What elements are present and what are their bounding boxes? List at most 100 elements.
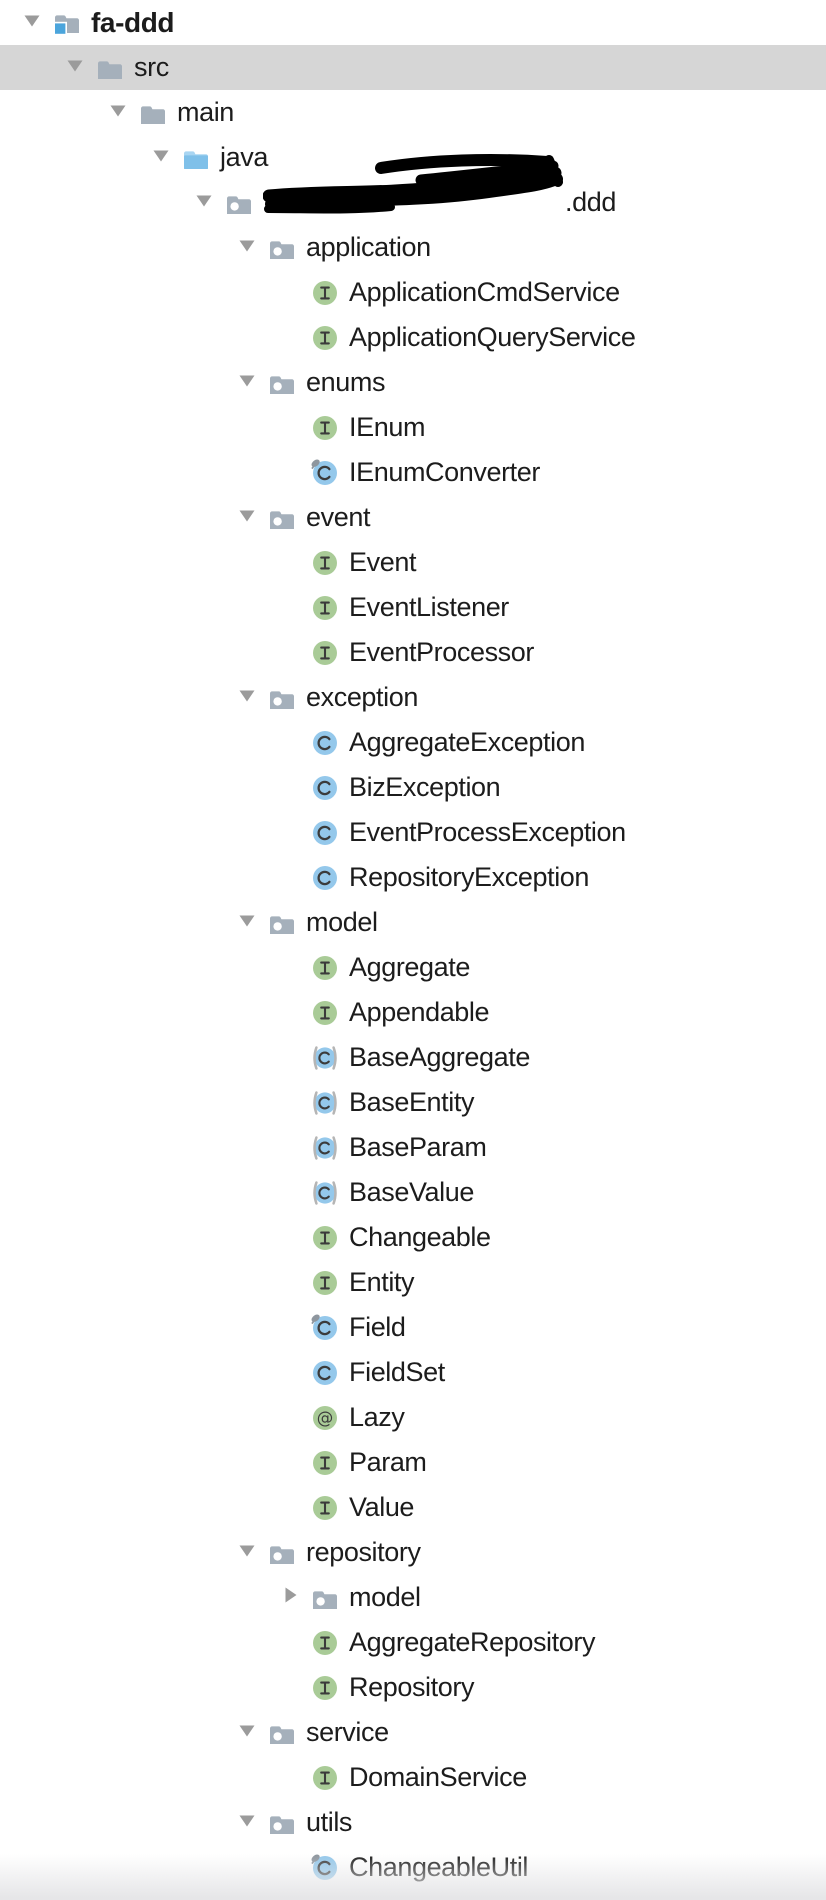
tree-row[interactable]: exception [0,675,826,720]
expand-arrow-slot[interactable] [268,945,311,990]
tree-row[interactable]: Appendable [0,990,826,1035]
tree-row[interactable]: Changeable [0,1215,826,1260]
expand-arrow-slot[interactable] [268,855,311,900]
tree-row[interactable]: ApplicationCmdService [0,270,826,315]
tree-row[interactable]: ApplicationQueryService [0,315,826,360]
tree-row[interactable]: BaseParam [0,1125,826,1170]
chevron-down-icon[interactable] [193,189,215,216]
tree-row[interactable]: Field [0,1305,826,1350]
expand-arrow-slot[interactable] [268,1305,311,1350]
tree-row[interactable]: AggregateRepository [0,1620,826,1665]
tree-row[interactable]: @ Lazy [0,1395,826,1440]
tree-row[interactable]: EventProcessException [0,810,826,855]
expand-arrow-slot[interactable] [268,1215,311,1260]
expand-arrow-slot[interactable] [268,1485,311,1530]
tree-row[interactable]: fa-ddd [0,0,826,45]
tree-row[interactable]: FieldSet [0,1350,826,1395]
tree-row[interactable]: BaseEntity [0,1080,826,1125]
tree-row[interactable]: Param [0,1440,826,1485]
expand-arrow-slot[interactable] [268,1350,311,1395]
chevron-right-icon[interactable] [279,1584,301,1611]
expand-arrow-slot[interactable] [268,315,311,360]
expand-arrow-slot[interactable] [225,225,268,270]
expand-arrow-slot[interactable] [268,1260,311,1305]
tree-row[interactable]: model [0,900,826,945]
chevron-down-icon[interactable] [64,54,86,81]
expand-arrow-slot[interactable] [268,720,311,765]
expand-arrow-slot[interactable] [268,1575,311,1620]
tree-row[interactable]: EventProcessor [0,630,826,675]
tree-row[interactable]: BizException [0,765,826,810]
expand-arrow-slot[interactable] [268,270,311,315]
expand-arrow-slot[interactable] [225,1710,268,1755]
tree-row[interactable]: ChangeableUtil [0,1845,826,1890]
package-icon [268,1800,298,1845]
expand-arrow-slot[interactable] [268,1755,311,1800]
tree-row[interactable]: .ddd [0,154,826,225]
expand-arrow-slot[interactable] [268,1395,311,1440]
expand-arrow-slot[interactable] [225,360,268,405]
tree-row[interactable]: repository [0,1530,826,1575]
tree-row[interactable]: IEnumConverter [0,450,826,495]
chevron-down-icon[interactable] [236,1809,258,1836]
tree-row[interactable]: Entity [0,1260,826,1305]
tree-row[interactable]: BaseAggregate [0,1035,826,1080]
tree-row[interactable]: src [0,45,826,90]
chevron-down-icon[interactable] [236,369,258,396]
expand-arrow-slot[interactable] [268,990,311,1035]
expand-arrow-slot[interactable] [10,0,53,45]
expand-arrow-slot[interactable] [268,1170,311,1215]
chevron-down-icon[interactable] [236,234,258,261]
expand-arrow-slot[interactable] [225,495,268,540]
chevron-down-icon[interactable] [236,504,258,531]
tree-row[interactable]: service [0,1710,826,1755]
expand-arrow-slot[interactable] [53,45,96,90]
expand-arrow-slot[interactable] [96,90,139,135]
expand-arrow-slot[interactable] [268,1080,311,1125]
expand-arrow-slot[interactable] [268,810,311,855]
chevron-down-icon[interactable] [236,684,258,711]
tree-row[interactable]: Event [0,540,826,585]
expand-arrow-slot[interactable] [268,405,311,450]
tree-row[interactable]: Aggregate [0,945,826,990]
chevron-down-icon[interactable] [107,99,129,126]
tree-row[interactable]: IEnum [0,405,826,450]
tree-row[interactable]: main [0,90,826,135]
tree-row[interactable]: model [0,1575,826,1620]
expand-arrow-slot[interactable] [268,540,311,585]
expand-arrow-slot[interactable] [225,675,268,720]
expand-arrow-slot[interactable] [139,135,182,180]
expand-arrow-slot[interactable] [268,1665,311,1710]
tree-row[interactable]: Value [0,1485,826,1530]
tree-row[interactable]: RepositoryException [0,855,826,900]
expand-arrow-slot[interactable] [268,1440,311,1485]
expand-arrow-slot[interactable] [182,180,225,225]
expand-arrow-slot[interactable] [268,585,311,630]
tree-row[interactable]: application [0,225,826,270]
tree-row[interactable]: enums [0,360,826,405]
expand-arrow-slot[interactable] [268,1620,311,1665]
chevron-down-icon[interactable] [150,144,172,171]
chevron-down-icon[interactable] [21,9,43,36]
tree-row[interactable]: Repository [0,1665,826,1710]
expand-arrow-slot[interactable] [268,1125,311,1170]
tree-row[interactable]: utils [0,1800,826,1845]
chevron-down-icon[interactable] [236,1719,258,1746]
tree-row[interactable]: AggregateException [0,720,826,765]
expand-arrow-slot[interactable] [225,1530,268,1575]
chevron-down-icon[interactable] [236,909,258,936]
expand-arrow-slot[interactable] [268,1035,311,1080]
tree-row[interactable]: event [0,495,826,540]
expand-arrow-slot[interactable] [268,450,311,495]
tree-row[interactable]: DomainService [0,1755,826,1800]
expand-arrow-slot[interactable] [268,630,311,675]
expand-arrow-slot[interactable] [268,765,311,810]
expand-arrow-slot[interactable] [225,900,268,945]
indent-spacer [0,1012,268,1013]
expand-arrow-slot[interactable] [225,1800,268,1845]
chevron-down-icon[interactable] [236,1539,258,1566]
tree-row[interactable]: BaseValue [0,1170,826,1215]
expand-arrow-slot[interactable] [268,1845,311,1890]
tree-row[interactable]: java [0,135,826,180]
tree-row[interactable]: EventListener [0,585,826,630]
